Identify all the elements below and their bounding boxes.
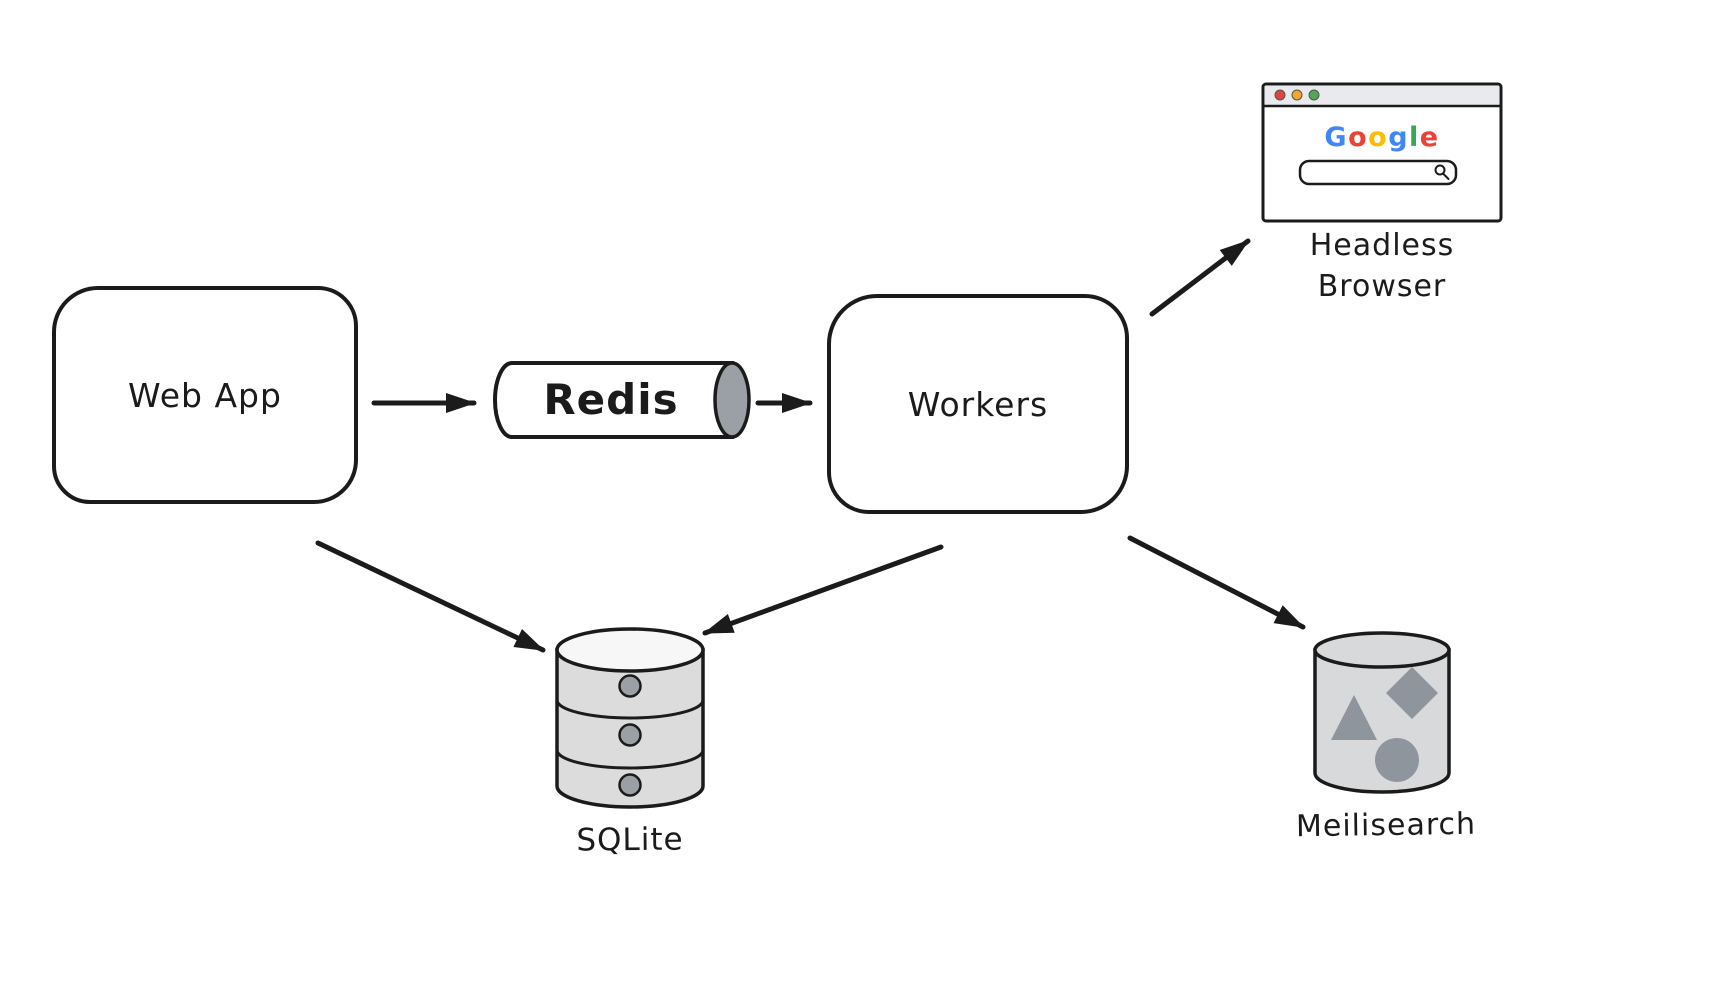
sqlite-knob-3	[618, 773, 642, 797]
traffic-light-minimize-icon	[1291, 89, 1303, 101]
triangle-shape	[1331, 695, 1377, 740]
redis-queue-cylinder	[493, 361, 751, 439]
circle-shape	[1375, 738, 1419, 782]
browser-titlebar	[1265, 86, 1499, 105]
traffic-light-maximize-icon	[1308, 89, 1320, 101]
diamond-shape	[1386, 667, 1438, 719]
node-sqlite-label: SQLite	[576, 821, 684, 859]
arrow-workers-to-meilisearch	[1127, 535, 1306, 630]
arrow-webapp-to-sqlite	[315, 540, 546, 653]
node-workers: Workers	[827, 294, 1129, 514]
headless-browser-window	[1261, 82, 1503, 223]
node-redis-label: Redis	[543, 375, 679, 424]
traffic-light-close-icon	[1274, 89, 1286, 101]
arrow-workers-to-sqlite	[702, 544, 944, 636]
node-meilisearch-label: Meilisearch	[1295, 806, 1477, 845]
google-letter-5: l	[1409, 122, 1420, 153]
google-letter-1: G	[1324, 122, 1349, 153]
google-letter-2: o	[1348, 122, 1369, 153]
arrow-workers-to-headless-browser	[1149, 238, 1251, 317]
node-headless-browser-label: Headless Browser	[1309, 228, 1455, 304]
google-letter-4: g	[1388, 122, 1410, 153]
google-logo: Google	[1302, 122, 1462, 153]
search-icon	[1434, 164, 1450, 180]
node-web-app-label: Web App	[128, 375, 282, 415]
google-letter-3: o	[1368, 122, 1389, 153]
browser-search-box	[1298, 159, 1458, 186]
redis-cylinder-cap	[713, 361, 751, 439]
node-web-app: Web App	[52, 286, 358, 504]
sqlite-knob-2	[618, 723, 642, 747]
node-workers-label: Workers	[907, 384, 1049, 424]
sqlite-knob-1	[618, 674, 642, 698]
google-letter-6: e	[1419, 122, 1440, 153]
meilisearch-bucket-icon	[1313, 631, 1451, 794]
sqlite-database-icon	[555, 627, 705, 809]
